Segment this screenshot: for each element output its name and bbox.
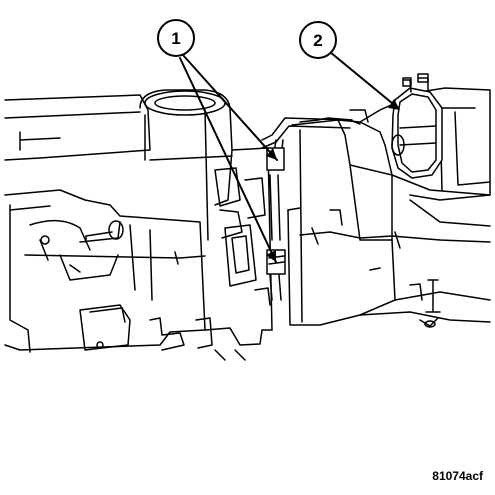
hvac-housing	[4, 89, 273, 361]
leader-line-1b	[179, 57, 277, 263]
leader-arrowhead-1a	[266, 148, 277, 160]
leader-arrowhead-1b	[266, 250, 276, 262]
evaporator-housing	[287, 87, 491, 328]
access-cover	[391, 73, 443, 179]
callout-2-label: 2	[313, 31, 322, 50]
callout-1-label: 1	[171, 29, 180, 48]
leader-line-2	[329, 51, 399, 109]
leader-arrowhead-2	[388, 99, 400, 110]
callout-1: 1	[157, 19, 195, 57]
figure-code: 81074acf	[432, 469, 483, 483]
leader-line-1a	[182, 54, 278, 161]
leader-lines	[179, 51, 399, 263]
callout-2: 2	[299, 21, 337, 59]
